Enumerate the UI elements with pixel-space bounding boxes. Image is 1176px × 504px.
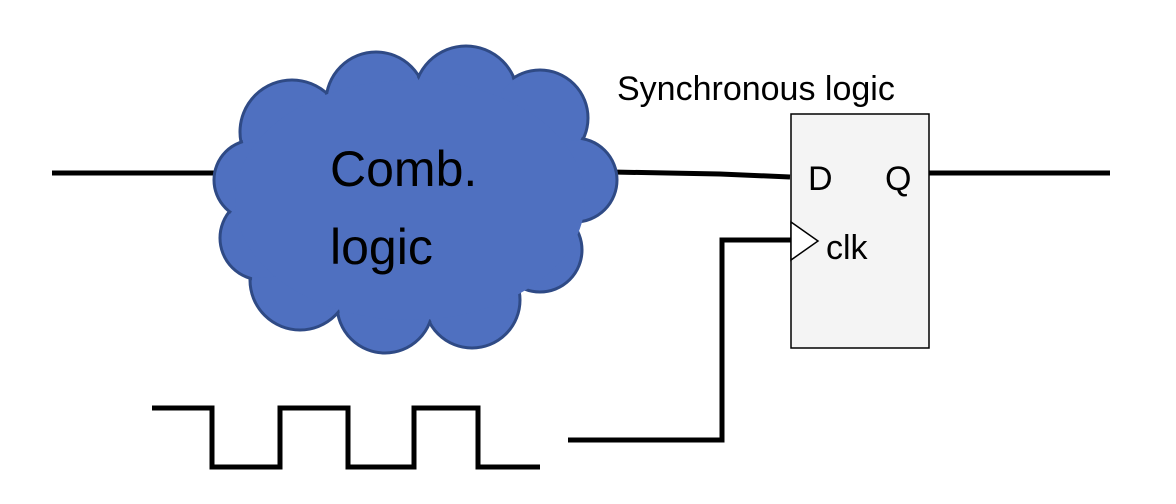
clock-wire [568, 237, 791, 443]
flip-flop: D Q clk [790, 113, 930, 349]
port-clk-label: clk [826, 229, 869, 267]
flipflop-title: Synchronous logic [617, 70, 895, 108]
cloud-label-line1: Comb. [330, 141, 477, 197]
comb-logic-cloud: Comb. logic [212, 44, 619, 355]
cloud-label-line2: logic [330, 219, 433, 275]
comb-to-d-wire [611, 169, 791, 180]
port-d-label: D [808, 160, 833, 198]
cloud-fill [216, 48, 615, 351]
clock-waveform [152, 405, 540, 470]
port-q-label: Q [885, 160, 911, 198]
flipflop-box [790, 113, 930, 349]
